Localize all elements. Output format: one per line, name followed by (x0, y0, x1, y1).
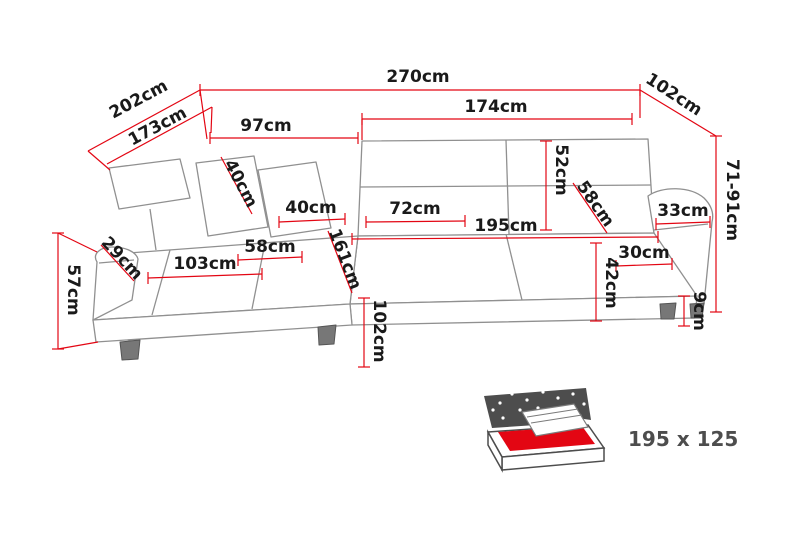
dim-174: 174cm (464, 97, 527, 117)
sofa-leg-2 (317, 324, 337, 346)
sofa-right-armrest-line (653, 223, 709, 231)
sofa-pillow-2 (257, 161, 332, 238)
dim-40-pillow: 40cm (285, 198, 336, 218)
bed-folded-sheet (521, 403, 589, 437)
sofa-leg-1 (119, 339, 141, 361)
dim-71-91: 71-91cm (722, 159, 742, 241)
sofa-left-armrest (92, 246, 139, 321)
sofa-headrest (108, 158, 191, 210)
dimension-lines (52, 84, 722, 368)
dim-30: 30cm (618, 243, 669, 263)
bed-base-side (487, 429, 503, 473)
sofa-chaise-seam-1 (151, 249, 171, 316)
dim-52: 52cm (551, 144, 571, 195)
dim-270: 270cm (386, 67, 449, 87)
dim-42: 42cm (601, 257, 621, 308)
dim-33: 33cm (657, 201, 708, 221)
sofa-drawing (92, 138, 714, 361)
dim-97: 97cm (240, 116, 291, 136)
bed-red-surface (498, 426, 595, 451)
bed-size-label: 195 x 125 (628, 427, 738, 451)
dim-72: 72cm (389, 199, 440, 219)
sofa-chaise-seam-2 (251, 242, 266, 310)
dim-57: 57cm (63, 264, 83, 315)
dim-103: 103cm (173, 254, 236, 274)
dim-9: 9cm (689, 291, 709, 331)
sofa-seat-seam (505, 233, 523, 301)
dim-102-bottom: 102cm (369, 299, 389, 362)
bed-sheet-stripes (526, 408, 583, 424)
sofa-pillow-1 (195, 155, 269, 237)
sofa-bed-icon (484, 388, 606, 473)
sofa-leg-3 (659, 302, 677, 320)
sofa-backrest-seam-v (505, 139, 510, 235)
dim-58-seat: 58cm (244, 237, 295, 257)
sofa-backrest-seam-h (359, 184, 652, 188)
sofa-legs (119, 302, 705, 361)
dim-102-top: 102cm (642, 69, 706, 120)
sofa-leg-4 (689, 302, 705, 319)
sofa-chaise-front (92, 303, 353, 343)
dim-195: 195cm (474, 216, 537, 236)
sofa-headrest-support (149, 208, 157, 251)
